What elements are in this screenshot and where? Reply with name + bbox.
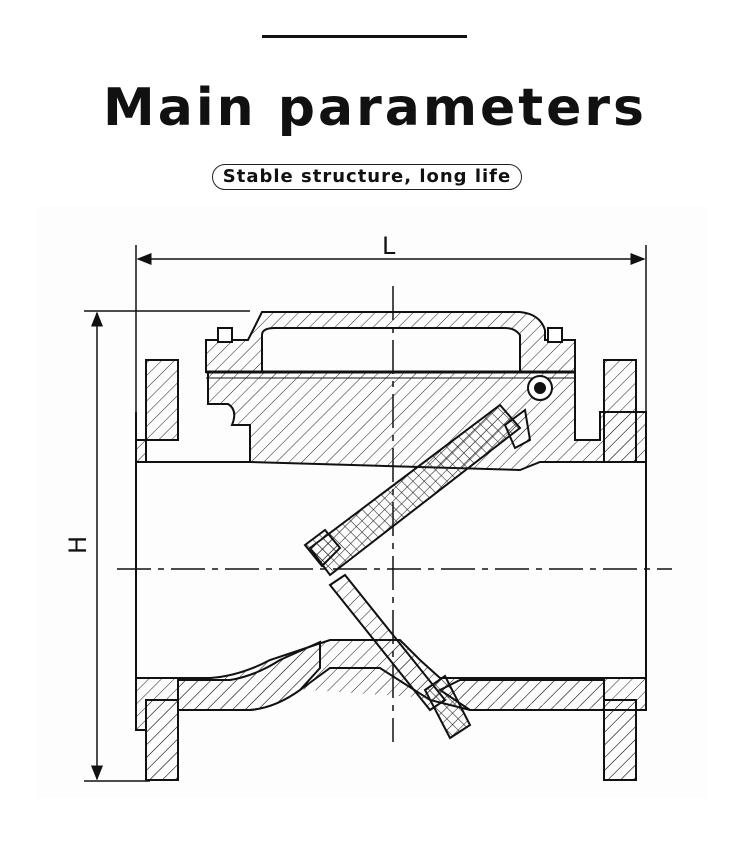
top-rule xyxy=(262,35,467,38)
valve-bonnet xyxy=(205,311,576,373)
height-label: H xyxy=(64,536,92,554)
length-label: L xyxy=(382,232,396,260)
left-lower-flange xyxy=(145,699,179,781)
valve-body-top xyxy=(135,371,647,472)
bolt-icon xyxy=(217,327,233,343)
subtitle-badge: Stable structure, long life xyxy=(212,164,522,190)
right-lower-flange xyxy=(603,699,637,781)
bolt-icon xyxy=(547,327,563,343)
disc-nut xyxy=(303,528,342,568)
length-dimension xyxy=(135,245,647,412)
page-title: Main parameters xyxy=(102,78,647,138)
lower-seat-hatch xyxy=(177,640,321,711)
right-upper-flange xyxy=(603,359,637,463)
disc-arm-end xyxy=(423,674,472,740)
height-dimension xyxy=(84,310,250,782)
left-upper-flange xyxy=(135,359,179,463)
lower-right-hatch xyxy=(438,679,605,711)
